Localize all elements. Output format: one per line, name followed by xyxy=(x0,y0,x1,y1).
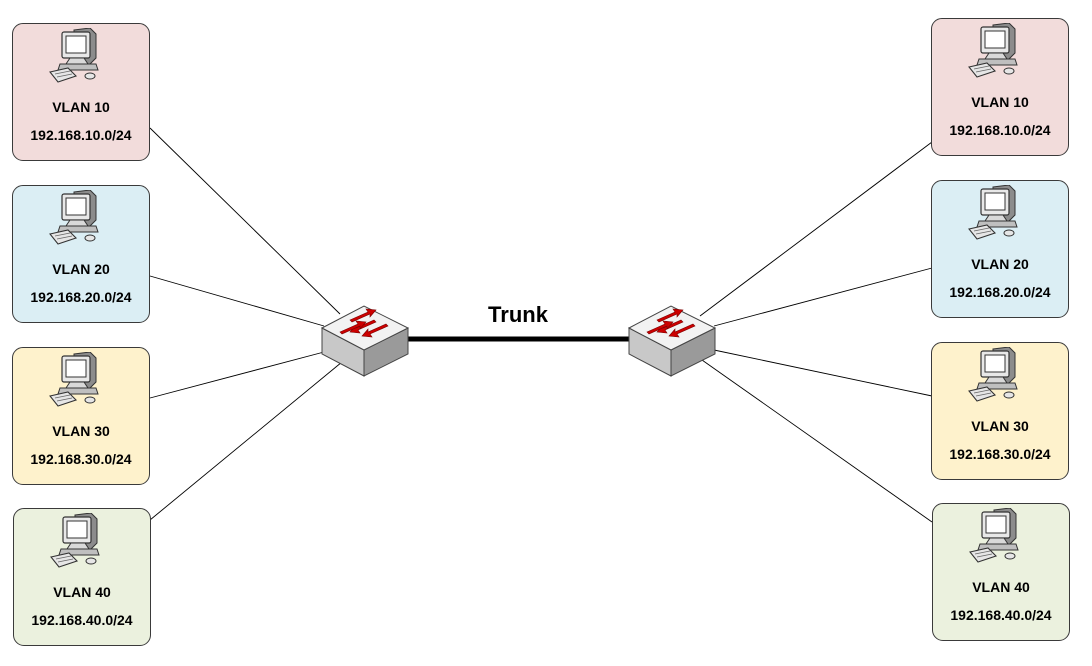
vlan-subnet: 192.168.40.0/24 xyxy=(950,607,1052,623)
vlan-subnet: 192.168.10.0/24 xyxy=(30,127,132,143)
vlan-name: VLAN 20 xyxy=(52,261,110,277)
vlan-subnet: 192.168.20.0/24 xyxy=(30,289,132,305)
vlan-box-right-40: VLAN 40 192.168.40.0/24 xyxy=(932,503,1070,641)
vlan-subnet: 192.168.30.0/24 xyxy=(949,446,1051,462)
vlan-name: VLAN 40 xyxy=(972,579,1030,595)
trunk-label: Trunk xyxy=(488,302,548,327)
network-switch-icon xyxy=(628,305,716,377)
vlan-name: VLAN 20 xyxy=(971,256,1029,272)
vlan-name: VLAN 30 xyxy=(52,423,110,439)
computer-icon xyxy=(49,190,99,245)
vlan-subnet: 192.168.20.0/24 xyxy=(949,284,1051,300)
vlan-name: VLAN 10 xyxy=(971,94,1029,110)
computer-icon xyxy=(968,347,1018,402)
vlan-box-left-10: VLAN 10 192.168.10.0/24 xyxy=(12,23,150,161)
link-left-vlan40 xyxy=(149,361,343,521)
vlan-box-right-30: VLAN 30 192.168.30.0/24 xyxy=(931,342,1069,480)
vlan-box-left-30: VLAN 30 192.168.30.0/24 xyxy=(12,347,150,485)
link-left-vlan30 xyxy=(149,351,325,399)
computer-icon xyxy=(50,513,100,568)
link-right-vlan20 xyxy=(713,267,933,327)
vlan-name: VLAN 10 xyxy=(52,99,110,115)
link-right-vlan30 xyxy=(713,349,933,397)
vlan-box-left-40: VLAN 40 192.168.40.0/24 xyxy=(13,508,151,646)
vlan-box-right-10: VLAN 10 192.168.10.0/24 xyxy=(931,18,1069,156)
computer-icon xyxy=(968,23,1018,78)
vlan-box-right-20: VLAN 20 192.168.20.0/24 xyxy=(931,180,1069,318)
vlan-subnet: 192.168.30.0/24 xyxy=(30,451,132,467)
link-left-vlan10 xyxy=(149,127,341,315)
link-left-vlan20 xyxy=(149,275,325,327)
link-right-vlan10 xyxy=(699,141,933,317)
vlan-subnet: 192.168.40.0/24 xyxy=(31,612,133,628)
link-right-vlan40 xyxy=(701,359,933,523)
computer-icon xyxy=(968,185,1018,240)
vlan-name: VLAN 30 xyxy=(971,418,1029,434)
computer-icon xyxy=(49,352,99,407)
computer-icon xyxy=(49,28,99,83)
network-switch-icon xyxy=(321,305,409,377)
vlan-name: VLAN 40 xyxy=(53,584,111,600)
vlan-subnet: 192.168.10.0/24 xyxy=(949,122,1051,138)
vlan-box-left-20: VLAN 20 192.168.20.0/24 xyxy=(12,185,150,323)
computer-icon xyxy=(969,508,1019,563)
